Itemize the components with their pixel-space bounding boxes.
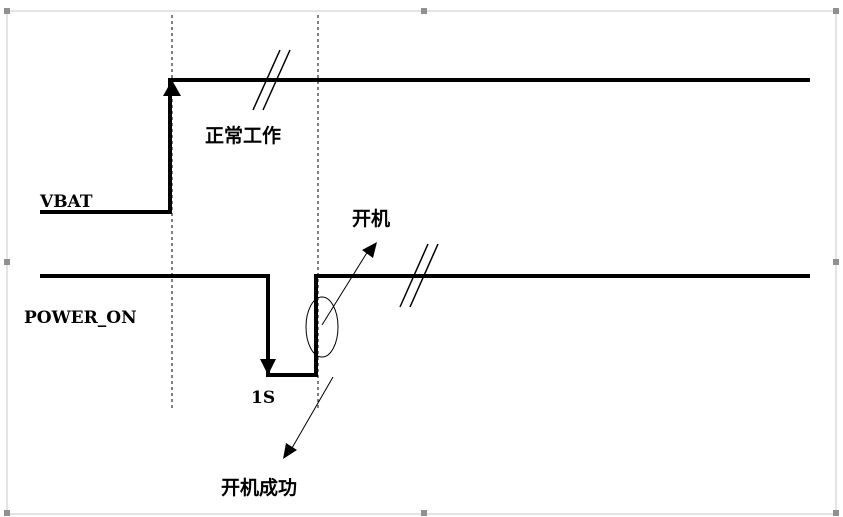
- vbat-label: VBAT: [39, 192, 93, 212]
- resize-handle-left[interactable]: [4, 259, 10, 265]
- vbat-break-mark-1: [252, 49, 281, 111]
- power-on-success-label: 开机成功: [221, 476, 297, 499]
- power-on-fall-arrowhead: [260, 359, 276, 375]
- power-on-waveform: [40, 274, 810, 377]
- power-on-break-mark-2: [409, 243, 439, 308]
- vbat-rise-arrowhead: [163, 80, 181, 96]
- resize-handle-right[interactable]: [833, 259, 839, 265]
- resize-handle-top-right[interactable]: [833, 8, 839, 14]
- duration-label: 1S: [251, 388, 275, 408]
- rising-edge-highlight-ellipse: [305, 296, 339, 358]
- power-on-label: POWER_ON: [24, 308, 137, 328]
- power-on-break-mark-1: [399, 243, 429, 308]
- power-on-trigger-label: 开机: [352, 208, 390, 230]
- power-on-callout-arrowhead: [362, 242, 377, 258]
- power-on-callout-line: [321, 250, 369, 326]
- resize-handles[interactable]: [4, 8, 839, 516]
- resize-handle-top[interactable]: [421, 8, 427, 14]
- selection-frame: [6, 10, 837, 515]
- normal-operation-label: 正常工作: [205, 124, 281, 147]
- resize-handle-top-left[interactable]: [4, 8, 10, 14]
- resize-handle-bottom-left[interactable]: [4, 510, 10, 516]
- vbat-break-mark-2: [262, 49, 291, 111]
- resize-handle-bottom[interactable]: [421, 510, 427, 516]
- power-on-success-callout-arrowhead: [283, 443, 297, 459]
- vbat-waveform: [40, 78, 810, 214]
- resize-handle-bottom-right[interactable]: [833, 510, 839, 516]
- power-on-success-callout-line: [291, 376, 334, 449]
